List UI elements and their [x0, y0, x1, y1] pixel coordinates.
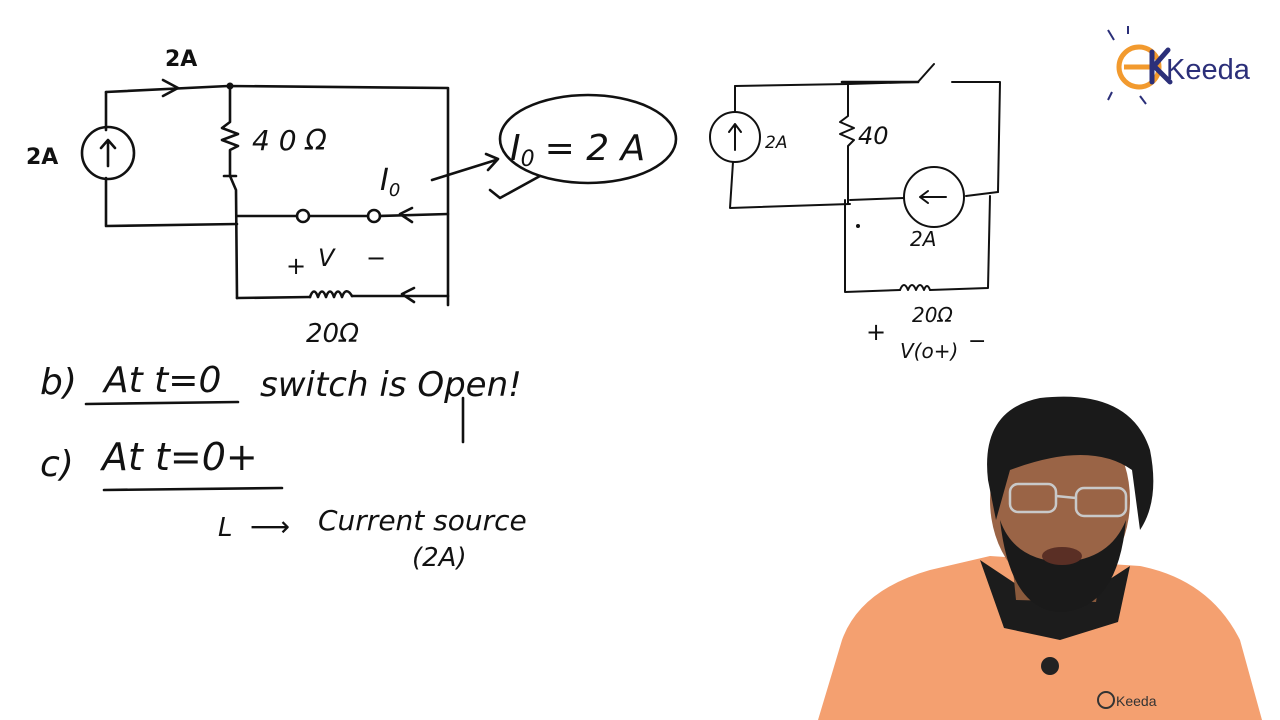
arrow-up-icon [99, 138, 117, 168]
switch-wire [235, 212, 450, 218]
note-b-text: switch is Open! [260, 365, 522, 405]
ekeeda-logo: Keeda [1107, 26, 1251, 105]
current-source-symbol [80, 125, 136, 181]
two-a-text: (2A) [412, 543, 467, 573]
mouth [1042, 547, 1082, 565]
note-b-underlined: At t=0 [102, 360, 221, 401]
source-label: 2A [765, 133, 787, 153]
underline [84, 400, 240, 406]
shirt-logo-text: Keeda [1116, 693, 1157, 709]
resistor-40 [220, 84, 240, 300]
glasses-right-lens [1074, 486, 1128, 518]
check-mark-icon [488, 174, 542, 200]
voltage-plus: + [286, 252, 306, 280]
switch-terminal [295, 208, 311, 224]
source2-wire [849, 191, 999, 201]
note-c-label: c) [40, 444, 74, 485]
io-label: I0 [380, 163, 400, 201]
voltage-v: V [318, 244, 336, 272]
arrow-text: ⟶ [250, 510, 290, 543]
top-current-label: 2A [165, 47, 197, 72]
logo-e-icon [1116, 44, 1162, 90]
minus-sign: − [968, 329, 986, 354]
plus-sign: + [866, 318, 886, 346]
inductor-symbol: L [218, 513, 233, 543]
hair [987, 396, 1154, 530]
underline [102, 486, 284, 492]
current-source-text: Current source [318, 504, 527, 537]
current-source-2-symbol [903, 166, 965, 228]
source-wire [729, 85, 851, 209]
voltage-label: V(o+) [900, 339, 958, 363]
current-arrow-icon [161, 78, 180, 98]
bottom-wire [844, 195, 991, 293]
right-circuit: 2A 40 2A 20Ω + V(o+) − [709, 63, 1001, 363]
switch-terminal [366, 208, 382, 224]
shirt [818, 556, 1262, 720]
source-wire [104, 90, 239, 228]
pointer-arrow-icon [430, 152, 500, 182]
notes: b) At t=0 switch is Open! c) At t=0+ L ⟶… [40, 360, 527, 573]
resistor-40-label: 4 0 Ω [252, 124, 327, 157]
resistor-20-label: 20Ω [912, 303, 953, 327]
glasses-bridge [1055, 494, 1077, 500]
bottom-wire [235, 294, 450, 300]
source2-label: 2A [910, 227, 936, 251]
dot-mark [856, 224, 860, 228]
arrow-up-icon [728, 123, 742, 151]
logo-k-icon [1149, 47, 1173, 85]
presenter: Keeda [818, 396, 1262, 720]
resistor-40 [839, 83, 855, 205]
note-b-label: b) [40, 362, 77, 403]
resistor-20 [899, 284, 931, 291]
shirt-logo-icon [1097, 691, 1115, 709]
resistor-20 [308, 289, 354, 299]
arrow-left-icon [919, 190, 947, 204]
logo-circuit-lines [1107, 26, 1147, 105]
callout-ellipse [498, 93, 678, 185]
resistor-20-label: 20Ω [306, 319, 359, 349]
current-source-symbol [709, 111, 761, 163]
logo-text: Keeda [1166, 54, 1251, 86]
current-arrow-icon [398, 206, 414, 224]
microphone [1041, 657, 1059, 675]
result-callout: I0= 2 A [498, 93, 678, 185]
top-wire [104, 84, 450, 307]
resistor-40-label: 40 [858, 122, 889, 150]
note-c-underlined: At t=0+ [99, 435, 258, 479]
left-circuit: 2A 2A 4 0 Ω I0 + V − 20Ω [26, 47, 542, 349]
source-label: 2A [26, 145, 58, 170]
voltage-minus: − [366, 244, 386, 272]
current-arrow-icon [400, 286, 416, 304]
callout-text: I0= 2 A [510, 128, 645, 172]
glasses-left-lens [1008, 482, 1058, 514]
beard [1000, 520, 1126, 612]
